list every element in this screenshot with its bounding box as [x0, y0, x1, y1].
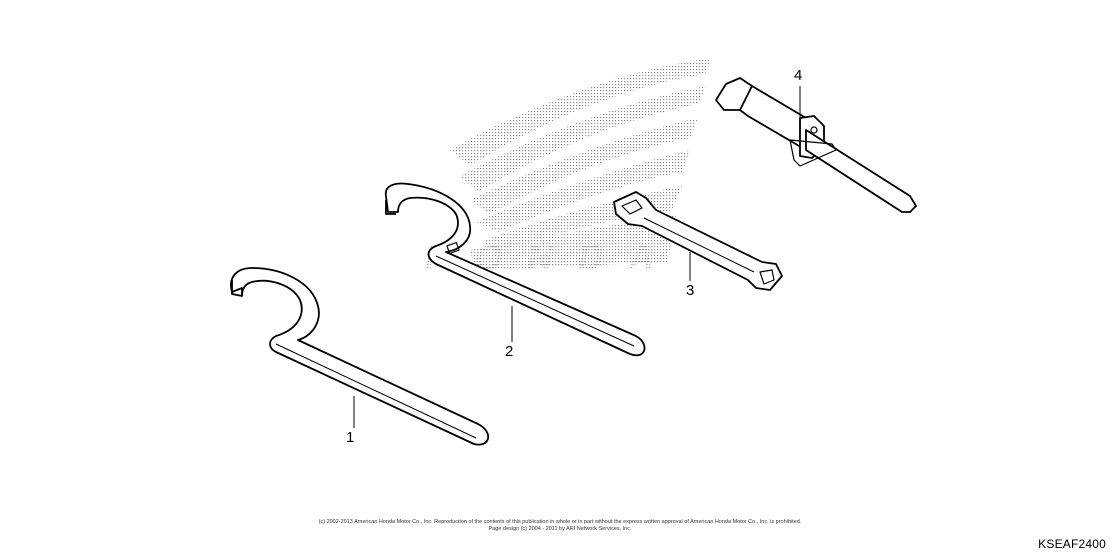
callout-part-2: 2 — [505, 343, 514, 360]
callout-part-3: 3 — [686, 282, 695, 299]
copyright-line-1: (c) 2002-2013 American Honda Motor Co., … — [318, 519, 802, 525]
copyright-notice: (c) 2002-2013 American Honda Motor Co., … — [0, 519, 1120, 533]
callout-part-4: 4 — [794, 67, 803, 84]
honda-wing-watermark — [450, 58, 712, 270]
diagram-code: KSEAF2400 — [1038, 537, 1106, 551]
open-end-wrench-part-3 — [613, 191, 783, 291]
pin-spanner-wrench-part-1 — [230, 267, 489, 446]
spark-plug-socket-wrench-part-4 — [715, 77, 917, 213]
pin-spanner-wrench-part-2 — [384, 182, 646, 357]
copyright-line-2: Page design (c) 2004 - 2011 by ARI Netwo… — [488, 526, 632, 532]
callout-part-1: 1 — [346, 429, 355, 446]
